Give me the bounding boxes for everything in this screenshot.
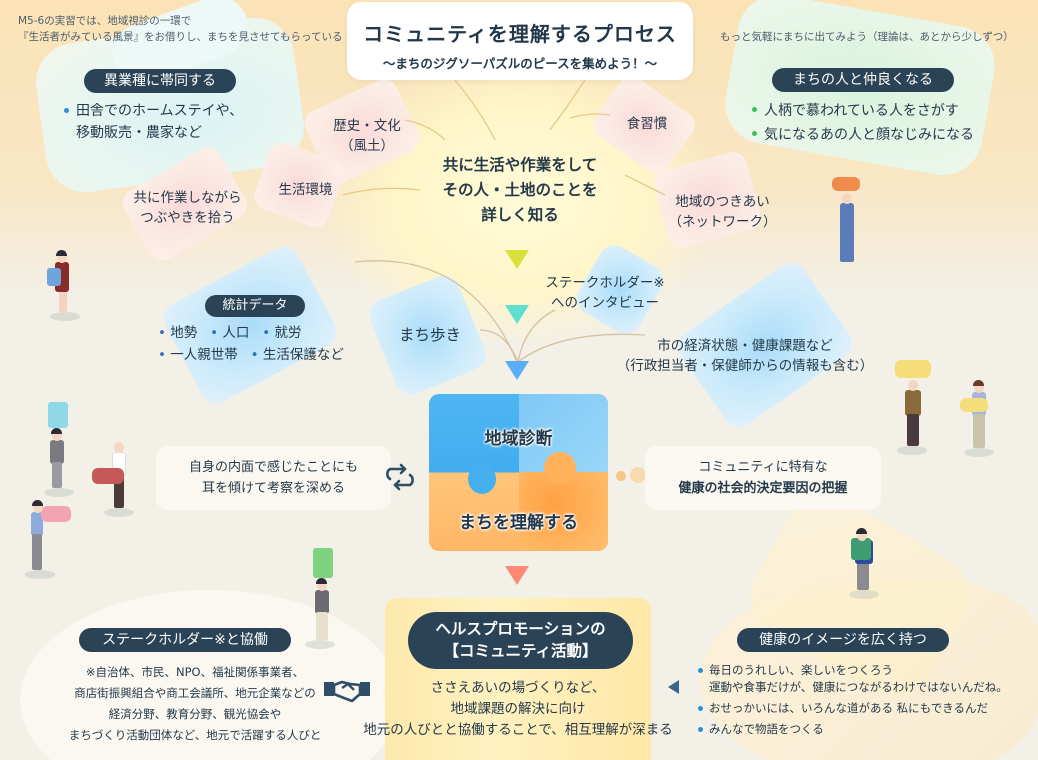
label-line: 歴史・文化: [333, 118, 401, 134]
reflection-card: 自身の内面で感じたことにも 耳を傾けて考察を深める: [156, 446, 391, 510]
left-arrow-icon: [668, 680, 679, 694]
down-arrow-icon: [505, 566, 529, 585]
list-item: 人柄で慕われている人をさがす: [750, 99, 974, 123]
card-line: 耳を傾けて考察を深める: [201, 481, 345, 496]
card-line: 健康の社会的決定要因の把握: [678, 481, 848, 496]
card-line: 自身の内面で感じたことにも: [188, 460, 358, 475]
label-line: へのインタビュー: [551, 295, 659, 311]
text-line: 地元の人びとと協働することで、相互理解が深まる: [363, 722, 673, 738]
note-left-line: 『生活者がみている風景』をお借りし、まちを見させてもらっている: [18, 31, 343, 43]
page-title: コミュニティを理解するプロセス: [363, 22, 677, 46]
title-line: ヘルスプロモーションの: [435, 620, 606, 638]
text-line: ※自治体、市民、NPO、福祉関係事業者、: [85, 665, 305, 679]
person-figure: [960, 380, 1000, 460]
stat-item: 生活保護など: [262, 347, 344, 363]
list-item: 田舎でのホームステイや、: [62, 100, 243, 122]
person-figure: [895, 358, 935, 458]
label-town-walk: まち歩き: [398, 326, 461, 344]
health-promotion-title: ヘルスプロモーションの 【コミュニティ活動】: [408, 612, 633, 669]
note-left: M5-6の実習では、地域視診の一環で 『生活者がみている風景』をお借りし、まちを…: [18, 13, 342, 45]
down-arrow-icon: [505, 305, 529, 324]
down-arrow-icon: [505, 250, 529, 269]
stats-items: • 地勢 • 人口 • 就労 • 一人親世帯 • 生活保護など: [158, 325, 344, 363]
health-image-list: 毎日のうれしい、楽しいをつくろう 運動や食事だけが、健康につながるわけではないん…: [697, 662, 1027, 742]
note-right: もっと気軽にまちに出てみよう（理論は、あとから少しずつ）: [720, 31, 1014, 43]
text-line: 経済分野、教育分野、観光協会や: [108, 707, 282, 721]
label-city-economy: 市の経済状態・健康課題など （行政担当者・保健師からの情報も含む）: [605, 336, 885, 376]
person-figure: [25, 500, 75, 580]
label-line: 地域のつきあい: [675, 194, 770, 210]
stat-item: 就労: [274, 325, 302, 341]
section-title-health-image: 健康のイメージを広く持つ: [737, 628, 949, 652]
background-blob: [20, 590, 400, 760]
person-figure: [45, 250, 85, 321]
text-line: 地域課題の解決に向け: [450, 701, 586, 717]
list-item: 移動販売・農家など: [76, 125, 202, 141]
label-line: （行政担当者・保健師からの情報も含む）: [616, 358, 874, 374]
header-card: コミュニティを理解するプロセス 〜まちのジグソーパズルのピースを集めよう！〜: [347, 2, 693, 80]
get-along-list: 人柄で慕われている人をさがす 気になるあの人と顔なじみになる: [750, 99, 974, 147]
label-understand-town: まちを理解する: [459, 513, 578, 533]
label-work-together: 共に作業しながら つぶやきを拾う: [120, 188, 255, 228]
section-title-accompany: 異業種に帯同する: [84, 69, 236, 93]
thought-dot: [616, 471, 626, 481]
stat-item: 地勢: [170, 325, 198, 341]
list-item: 毎日のうれしい、楽しいをつくろう 運動や食事だけが、健康につながるわけではないん…: [697, 662, 1027, 696]
label-history-culture: 歴史・文化 （風土）: [322, 116, 412, 156]
section-title-stakeholders: ステークホルダー※と協働: [79, 628, 291, 652]
person-figure: [828, 175, 868, 265]
down-arrow-icon: [505, 361, 529, 380]
item-line: 運動や食事だけが、健康につながるわけではないんだね。: [709, 680, 1008, 694]
stat-item: 一人親世帯: [170, 347, 238, 363]
label-line: ステークホルダー※: [545, 275, 665, 291]
card-line: コミュニティに特有な: [698, 460, 828, 475]
health-promotion-description: ささえあいの場づくりなど、 地域課題の解決に向け 地元の人びとと協働することで、…: [362, 678, 674, 741]
label-line: 共に作業しながら: [133, 190, 242, 206]
puzzle-knob: [544, 452, 576, 484]
person-figure: [845, 528, 885, 603]
section-title-stats: 統計データ: [205, 295, 305, 317]
live-work-together-text: 共に生活や作業をして その人・土地のことを 詳しく知る: [400, 153, 640, 228]
item-line: 毎日のうれしい、楽しいをつくろう: [709, 663, 893, 677]
person-figure: [40, 400, 80, 500]
note-left-line: M5-6の実習では、地域視診の一環で: [18, 15, 192, 27]
text-line: ささえあいの場づくりなど、: [430, 680, 606, 696]
text-line: 詳しく知る: [481, 206, 559, 224]
person-figure: [305, 548, 345, 649]
text-line: まちづくり活動団体など、地元で活躍する人びと: [68, 728, 322, 742]
puzzle-quadrant: [519, 472, 608, 551]
text-line: その人・土地のことを: [442, 181, 598, 199]
label-line: （風土）: [340, 138, 394, 154]
person-figure: [90, 440, 135, 520]
list-item: みんなで物語をつくる: [697, 721, 1027, 738]
determinants-card: コミュニティに特有な 健康の社会的決定要因の把握: [645, 446, 881, 510]
page-subtitle: 〜まちのジグソーパズルのピースを集めよう！〜: [382, 56, 658, 71]
label-living-environment: 生活環境: [278, 182, 333, 198]
label-community-network: 地域のつきあい （ネットワーク）: [660, 192, 785, 232]
label-line: 市の経済状態・健康課題など: [657, 338, 833, 354]
list-item: おせっかいには、いろんな道がある 私にもできるんだ: [697, 700, 1027, 717]
label-stakeholder-interview: ステークホルダー※ へのインタビュー: [535, 273, 675, 313]
list-item: 気になるあの人と顔なじみになる: [750, 123, 974, 147]
label-community-diagnosis: 地域診断: [484, 429, 553, 449]
handshake-icon: [324, 680, 370, 703]
text-line: 共に生活や作業をして: [442, 156, 598, 174]
label-line: （ネットワーク）: [668, 214, 777, 230]
stat-item: 人口: [222, 325, 250, 341]
thought-dot: [630, 467, 646, 483]
community-diagnosis-puzzle: 地域診断 まちを理解する: [429, 394, 608, 551]
cycle-arrows-icon: [386, 463, 414, 491]
puzzle-knob: [468, 464, 496, 494]
title-line: 【コミュニティ活動】: [443, 642, 598, 660]
text-line: 商店街振興組合や商工会議所、地元企業などの: [74, 686, 316, 700]
accompany-list: 田舎でのホームステイや、 移動販売・農家など: [62, 100, 243, 144]
stakeholders-description: ※自治体、市民、NPO、福祉関係事業者、 商店街振興組合や商工会議所、地元企業な…: [55, 662, 335, 746]
section-title-get-along: まちの人と仲良くなる: [772, 68, 954, 92]
label-line: つぶやきを拾う: [140, 210, 235, 226]
label-food-habits: 食習慣: [626, 116, 668, 132]
